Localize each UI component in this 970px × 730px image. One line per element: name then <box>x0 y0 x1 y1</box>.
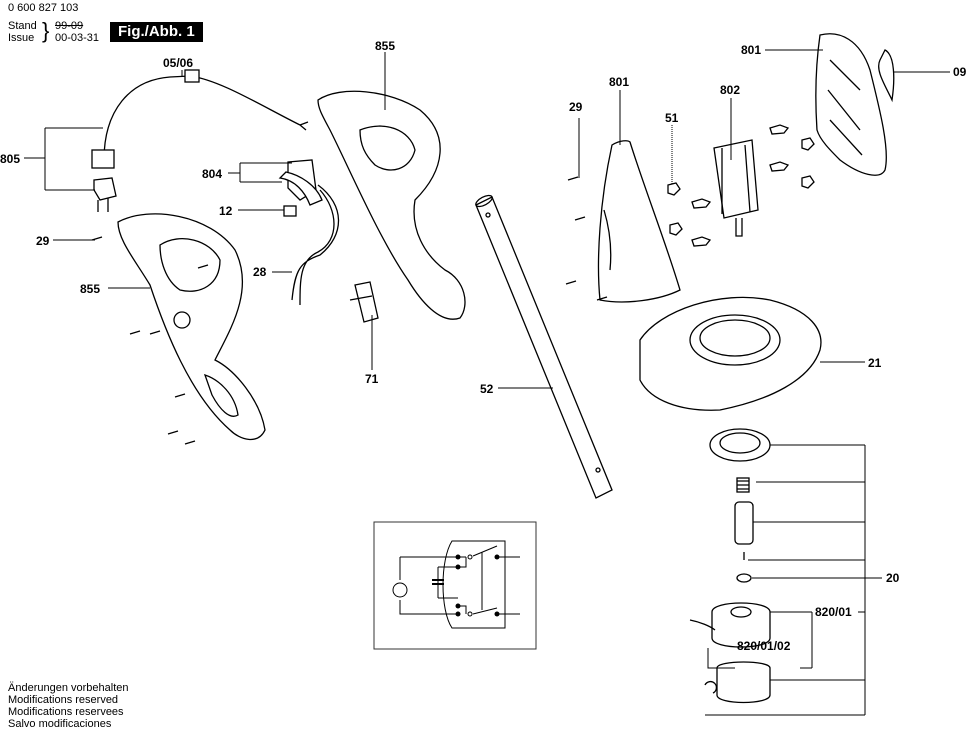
callout-29-left: 29 <box>36 234 50 248</box>
capacitor-symbol <box>432 579 444 585</box>
internal-wire <box>291 184 340 306</box>
callout-804: 804 <box>202 167 223 181</box>
issue-label: Issue <box>8 32 35 44</box>
shaft-tube <box>475 196 613 499</box>
trigger-lever <box>354 281 379 323</box>
callout-29-motor: 29 <box>569 100 583 114</box>
issue-date: 00-03-31 <box>55 32 100 44</box>
footer-line-en: Modifications reserved <box>8 694 119 706</box>
stand-label: Stand <box>8 20 37 32</box>
callout-20: 20 <box>886 571 900 585</box>
washer <box>736 573 752 583</box>
callout-801-rear: 801 <box>741 43 762 57</box>
callout-71: 71 <box>365 372 379 386</box>
callout-09: 09 <box>953 65 967 79</box>
nameplate <box>878 49 895 103</box>
housing-left <box>117 213 266 441</box>
callout-28: 28 <box>253 265 267 279</box>
housing-right <box>317 90 466 320</box>
callout-802: 802 <box>720 83 741 97</box>
footer-line-es: Salvo modificaciones <box>8 718 112 730</box>
plug-connector <box>91 149 115 169</box>
callout-855-right: 855 <box>375 39 396 53</box>
callout-12: 12 <box>219 204 233 218</box>
stand-value-struck: 99-09 <box>55 20 84 32</box>
motor-symbol <box>392 582 408 598</box>
sleeve <box>734 501 754 545</box>
callout-51: 51 <box>665 111 679 125</box>
motor-housing-rear <box>815 33 887 176</box>
part-number: 0 600 827 103 <box>8 2 79 14</box>
guard <box>639 296 822 411</box>
callout-21: 21 <box>868 356 882 370</box>
schematic-frame <box>373 521 537 650</box>
power-cord <box>103 75 301 161</box>
motor <box>713 139 759 219</box>
spool <box>711 602 771 648</box>
spool-line <box>689 619 716 631</box>
figure-label: Fig./Abb. 1 <box>110 22 203 42</box>
footer-line-de: Änderungen vorbehalten <box>8 682 129 694</box>
callout-820-01: 820/01 <box>815 605 852 619</box>
callout-52: 52 <box>480 382 494 396</box>
footer-line-fr: Modifications reservees <box>8 706 124 718</box>
switch-clip <box>283 205 297 217</box>
spool-retainer <box>704 681 717 694</box>
screws-left <box>91 236 209 445</box>
callout-805: 805 <box>0 152 21 166</box>
footer-notes: Änderungen vorbehalten Modifications res… <box>8 682 128 730</box>
dampers <box>667 124 815 247</box>
callout-801-front: 801 <box>609 75 630 89</box>
spool-housing <box>716 661 771 704</box>
callout-05-06: 05/06 <box>163 56 194 70</box>
cord-strain-relief <box>184 69 200 83</box>
callout-820-01-02: 820/01/02 <box>737 639 791 653</box>
callout-855-left: 855 <box>80 282 101 296</box>
brace-icon: } <box>42 18 50 43</box>
motor-housing-front <box>597 140 681 303</box>
